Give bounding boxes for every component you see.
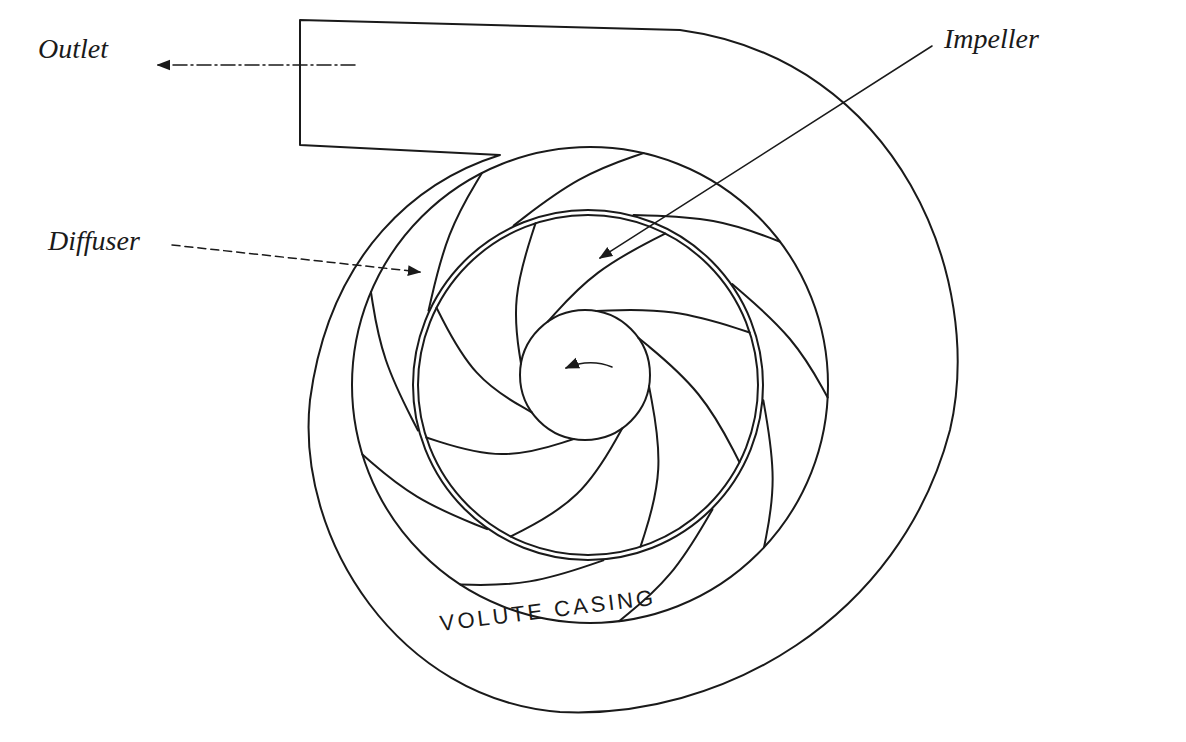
diffuser-vane	[371, 292, 418, 431]
outlet-arrow	[158, 64, 355, 66]
diffuser-leader	[172, 245, 420, 272]
impeller-vane	[426, 438, 573, 455]
impeller-leader	[600, 46, 932, 258]
impeller-vanes	[426, 223, 749, 546]
diffuser-vane	[514, 153, 644, 225]
diffuser-vane	[428, 173, 481, 311]
impeller-vane	[548, 234, 665, 322]
part-label: Outlet	[38, 34, 108, 65]
diffuser-vane	[460, 560, 603, 585]
impeller-vane	[516, 223, 536, 363]
impeller-vane	[641, 386, 659, 546]
rotation-arrow	[566, 363, 612, 368]
part-label: Diffuser	[48, 226, 140, 257]
part-label: Impeller	[944, 24, 1039, 55]
volute-casing	[300, 20, 958, 712]
diffuser-vane	[362, 455, 487, 530]
diffuser-vane	[763, 400, 772, 547]
diffuser-ring	[352, 147, 828, 623]
impeller-vane	[511, 428, 622, 536]
diffuser-vanes	[362, 153, 827, 621]
impeller-rim-inner	[418, 215, 758, 555]
impeller-vane	[437, 308, 532, 412]
part-label: VOLUTE CASING	[439, 586, 658, 637]
impeller-rim-outer	[413, 210, 763, 560]
impeller-hub	[520, 310, 650, 440]
diffuser-vane	[732, 284, 828, 397]
diffuser-vane	[634, 215, 781, 242]
impeller-vane	[596, 310, 749, 332]
impeller-vane	[638, 338, 739, 462]
